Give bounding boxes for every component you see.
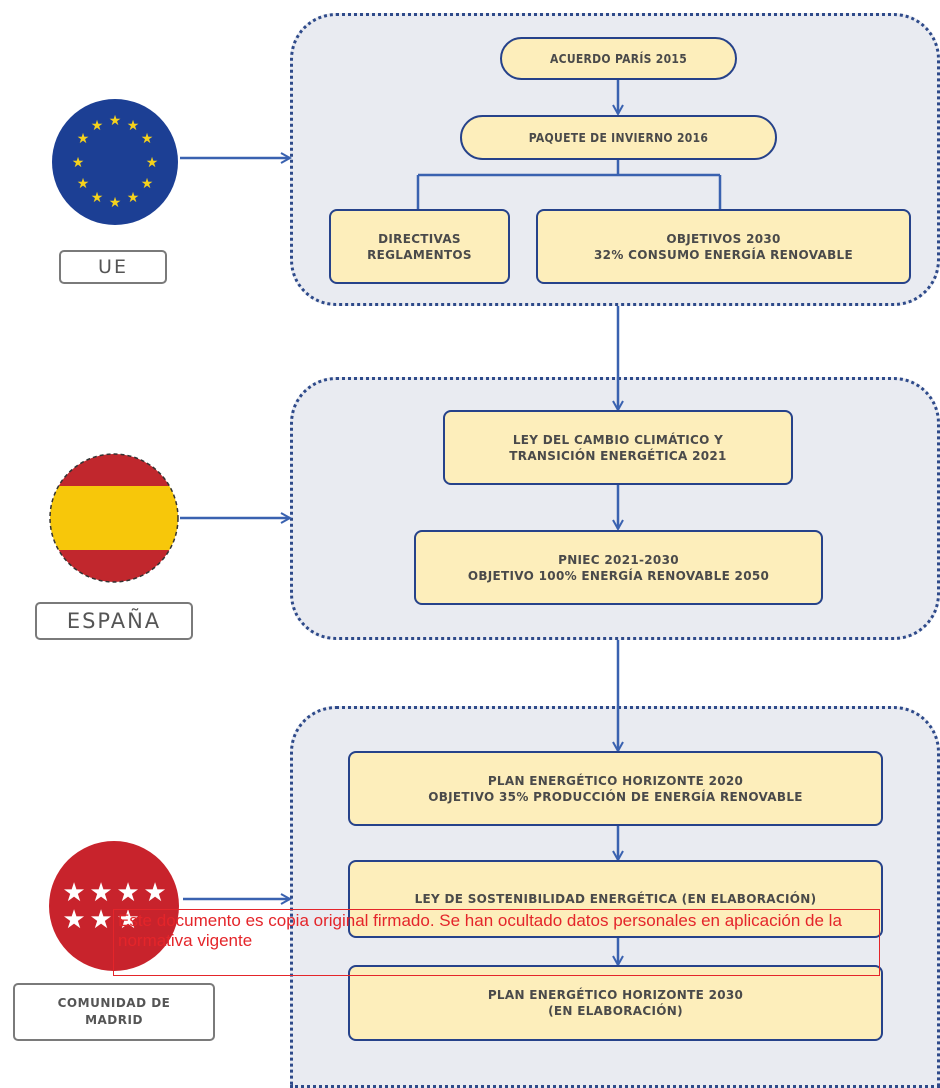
svg-text:★: ★ bbox=[127, 118, 140, 134]
svg-text:★: ★ bbox=[77, 176, 90, 192]
node-paquete-invierno: PAQUETE DE INVIERNO 2016 bbox=[460, 115, 777, 160]
svg-text:★: ★ bbox=[91, 118, 104, 134]
svg-text:★: ★ bbox=[89, 905, 112, 935]
spain-flag-icon bbox=[48, 453, 180, 583]
svg-text:★: ★ bbox=[91, 190, 104, 206]
node-objetivos-2030: OBJETIVOS 2030 32% CONSUMO ENERGÍA RENOV… bbox=[536, 209, 911, 284]
node-acuerdo-paris: ACUERDO PARÍS 2015 bbox=[500, 37, 737, 80]
svg-text:★: ★ bbox=[62, 905, 85, 935]
madrid-flag-icon: ★★★★ ★★★ bbox=[47, 840, 181, 972]
svg-text:★: ★ bbox=[77, 131, 90, 147]
svg-text:★: ★ bbox=[116, 905, 139, 935]
label-madrid: COMUNIDAD DE MADRID bbox=[13, 983, 215, 1041]
svg-text:★: ★ bbox=[109, 113, 122, 129]
node-directivas: DIRECTIVAS REGLAMENTOS bbox=[329, 209, 510, 284]
svg-text:★: ★ bbox=[127, 190, 140, 206]
label-espana: ESPAÑA bbox=[35, 602, 193, 640]
svg-text:★: ★ bbox=[141, 176, 154, 192]
svg-text:★: ★ bbox=[116, 878, 139, 908]
label-ue: UE bbox=[59, 250, 167, 284]
node-ley-cambio-climatico: LEY DEL CAMBIO CLIMÁTICO Y TRANSICIÓN EN… bbox=[443, 410, 793, 485]
svg-text:★: ★ bbox=[62, 878, 85, 908]
svg-text:★: ★ bbox=[89, 878, 112, 908]
node-ley-sostenibilidad: LEY DE SOSTENIBILIDAD ENERGÉTICA (EN ELA… bbox=[348, 860, 883, 938]
node-plan-2030: PLAN ENERGÉTICO HORIZONTE 2030 (EN ELABO… bbox=[348, 965, 883, 1041]
svg-text:★: ★ bbox=[109, 195, 122, 211]
svg-text:★: ★ bbox=[143, 878, 166, 908]
node-pniec: PNIEC 2021-2030 OBJETIVO 100% ENERGÍA RE… bbox=[414, 530, 823, 605]
node-plan-2020: PLAN ENERGÉTICO HORIZONTE 2020 OBJETIVO … bbox=[348, 751, 883, 826]
svg-text:★: ★ bbox=[72, 155, 85, 171]
svg-text:★: ★ bbox=[141, 131, 154, 147]
eu-flag-icon: ★★★ ★★★ ★★★ ★★★ bbox=[51, 98, 179, 226]
signature-stamp-notice: Este documento es copia original firmado… bbox=[113, 909, 880, 976]
svg-text:★: ★ bbox=[146, 155, 159, 171]
